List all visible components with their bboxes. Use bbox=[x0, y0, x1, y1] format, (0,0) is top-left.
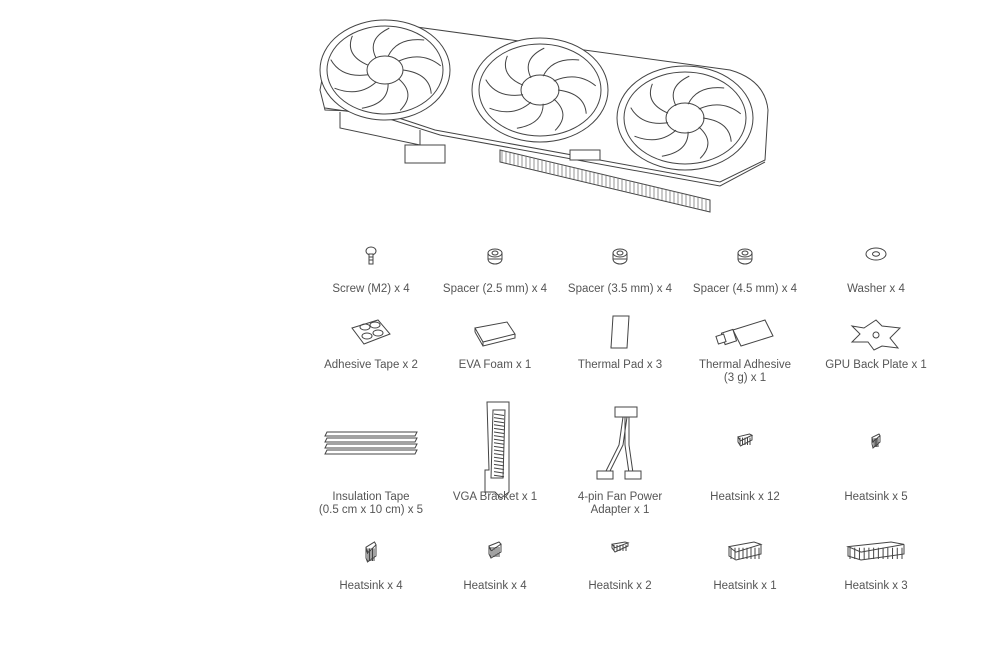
washer-icon bbox=[865, 246, 887, 267]
item-label: Washer x 4 bbox=[814, 283, 938, 296]
item-label: Heatsink x 12 bbox=[683, 491, 807, 504]
item-label-line1: GPU Back Plate x 1 bbox=[825, 359, 927, 371]
item-label: Spacer (3.5 mm) x 4 bbox=[558, 283, 682, 296]
item-label: Heatsink x 3 bbox=[814, 580, 938, 593]
item-label: Heatsink x 4 bbox=[433, 580, 557, 593]
item-label: GPU Back Plate x 1 bbox=[814, 359, 938, 372]
back-plate-icon bbox=[848, 318, 904, 357]
heatsink-icon bbox=[727, 540, 763, 567]
item-label: EVA Foam x 1 bbox=[433, 359, 557, 372]
fan-adapter-cable-icon bbox=[595, 405, 645, 490]
item-label: Insulation Tape(0.5 cm x 10 cm) x 5 bbox=[309, 491, 433, 517]
spacer-icon bbox=[611, 246, 629, 271]
item-label: Heatsink x 5 bbox=[814, 491, 938, 504]
item-label-line1: Screw (M2) x 4 bbox=[332, 283, 410, 295]
item-label: Spacer (4.5 mm) x 4 bbox=[683, 283, 807, 296]
item-label-line1: EVA Foam x 1 bbox=[458, 359, 532, 371]
item-label-line2: Adapter x 1 bbox=[590, 504, 650, 516]
spacer-icon bbox=[736, 246, 754, 271]
item-label: Adhesive Tape x 2 bbox=[309, 359, 433, 372]
heatsink-icon bbox=[364, 540, 378, 569]
screw-icon bbox=[363, 246, 379, 271]
gpu-cooler-triple-fan-icon bbox=[319, 19, 769, 213]
item-label: Heatsink x 1 bbox=[683, 580, 807, 593]
item-label: Heatsink x 2 bbox=[558, 580, 682, 593]
vga-bracket-icon bbox=[475, 400, 515, 505]
item-label-line1: VGA Bracket x 1 bbox=[452, 491, 538, 503]
insulation-tape-icon bbox=[323, 430, 419, 463]
item-label-line2: (3 g) x 1 bbox=[723, 372, 767, 384]
eva-foam-icon bbox=[473, 318, 517, 353]
thermal-adhesive-tube-icon bbox=[715, 318, 775, 355]
item-label-line1: Heatsink x 3 bbox=[844, 580, 908, 592]
item-label-line1: Heatsink x 12 bbox=[710, 491, 780, 503]
item-label-line1: Adhesive Tape x 2 bbox=[324, 359, 418, 371]
item-label: Spacer (2.5 mm) x 4 bbox=[433, 283, 557, 296]
heatsink-icon bbox=[610, 540, 630, 559]
item-label-line1: Thermal Pad x 3 bbox=[577, 359, 663, 371]
item-label: Thermal Adhesive(3 g) x 1 bbox=[683, 359, 807, 385]
item-label: Thermal Pad x 3 bbox=[558, 359, 682, 372]
item-label: Screw (M2) x 4 bbox=[309, 283, 433, 296]
item-label-line1: Insulation Tape bbox=[332, 491, 410, 503]
thermal-pad-icon bbox=[607, 314, 633, 355]
item-label-line1: Spacer (2.5 mm) x 4 bbox=[442, 283, 548, 295]
item-label-line1: Washer x 4 bbox=[847, 283, 905, 295]
item-label-line1: Heatsink x 2 bbox=[588, 580, 652, 592]
item-label-line1: 4-pin Fan Power bbox=[577, 491, 663, 503]
heatsink-icon bbox=[870, 432, 882, 455]
spacer-icon bbox=[486, 246, 504, 271]
heatsink-icon bbox=[846, 540, 906, 567]
item-label-line1: Heatsink x 4 bbox=[463, 580, 527, 592]
item-label-line2: (0.5 cm x 10 cm) x 5 bbox=[318, 504, 424, 516]
item-label: Heatsink x 4 bbox=[309, 580, 433, 593]
heatsink-icon bbox=[487, 540, 503, 565]
adhesive-tape-icon bbox=[350, 318, 392, 351]
item-label-line1: Heatsink x 5 bbox=[844, 491, 908, 503]
item-label-line1: Heatsink x 4 bbox=[339, 580, 403, 592]
heatsink-icon bbox=[736, 432, 754, 453]
item-label-line1: Spacer (4.5 mm) x 4 bbox=[692, 283, 798, 295]
item-label-line1: Spacer (3.5 mm) x 4 bbox=[567, 283, 673, 295]
item-label-line1: Thermal Adhesive bbox=[698, 359, 792, 371]
item-label-line1: Heatsink x 1 bbox=[713, 580, 777, 592]
item-label: VGA Bracket x 1 bbox=[433, 491, 557, 504]
